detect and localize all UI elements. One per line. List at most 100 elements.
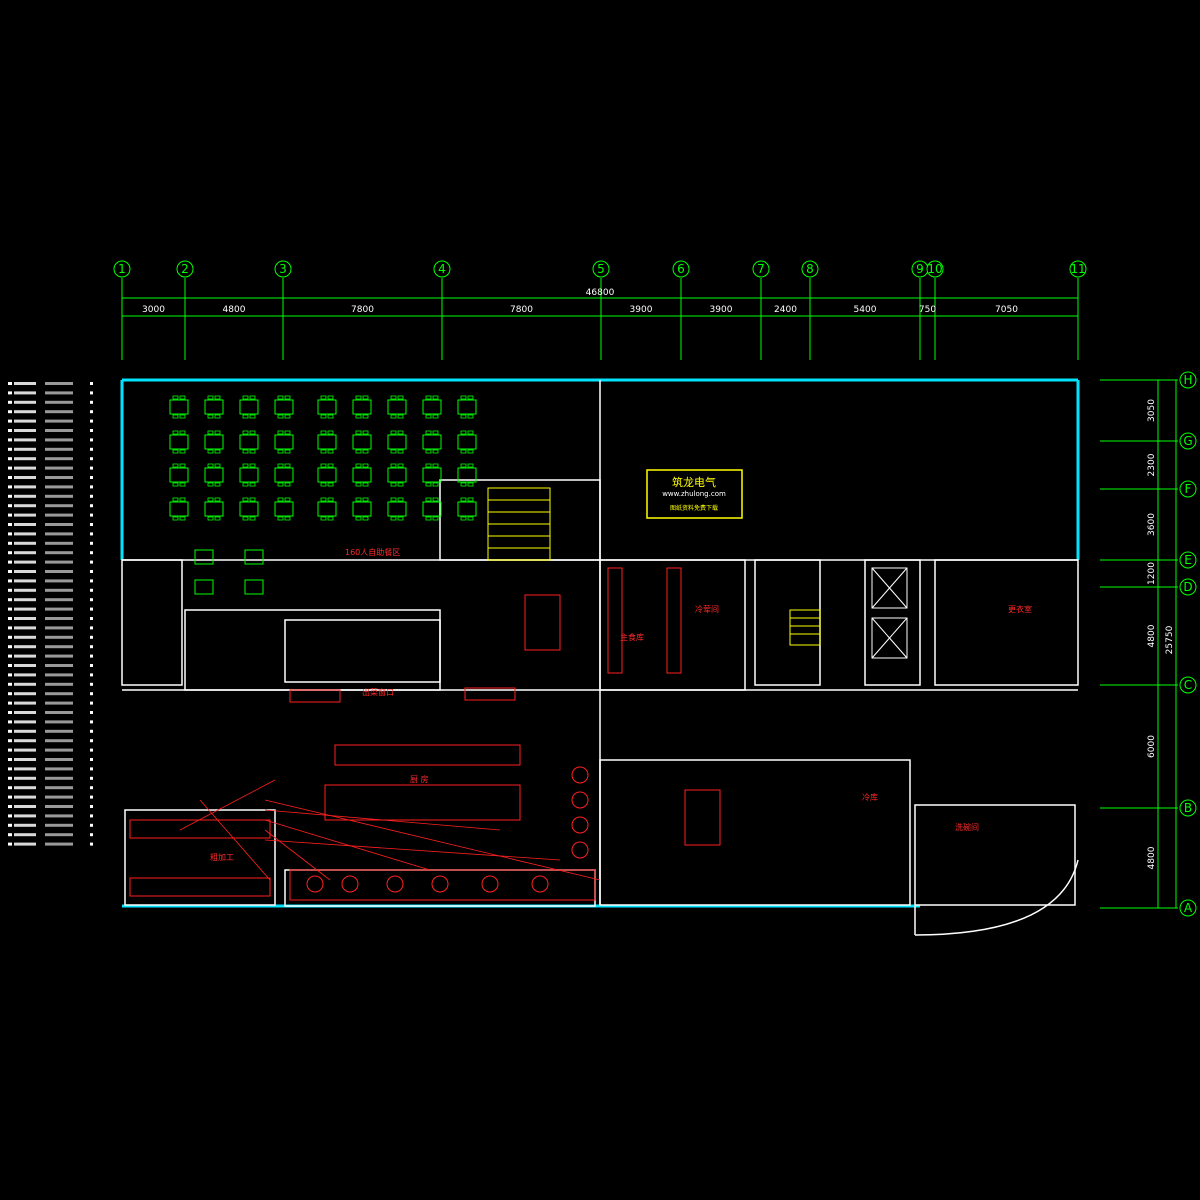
legend-item — [14, 739, 36, 743]
axis-bubble — [752, 260, 770, 278]
legend-qty — [90, 523, 93, 526]
legend-spec — [45, 400, 73, 404]
chair — [320, 516, 327, 521]
chair — [207, 395, 214, 400]
legend-index — [8, 532, 12, 536]
chair — [284, 463, 291, 468]
legend-spec — [45, 476, 73, 479]
chair — [362, 463, 369, 468]
chair — [277, 430, 284, 435]
legend-spec — [45, 485, 73, 489]
chair — [327, 482, 334, 487]
legend-qty — [90, 400, 93, 404]
chair — [327, 516, 334, 521]
legend-spec — [45, 739, 73, 743]
dining-table — [274, 434, 294, 450]
legend-qty — [90, 447, 93, 451]
axis-bubble — [1179, 551, 1197, 569]
legend-index — [8, 588, 12, 592]
legend-spec — [45, 532, 73, 536]
chair — [249, 516, 256, 521]
dining-table — [387, 434, 407, 450]
dining-table — [317, 434, 337, 450]
chair — [355, 395, 362, 400]
dimension-text: 750 — [919, 305, 936, 315]
axis-label: 6 — [677, 262, 685, 276]
dimension-text: 1200 — [1147, 562, 1157, 585]
axis-bubble — [672, 260, 690, 278]
chair — [355, 497, 362, 502]
legend-spec — [45, 560, 73, 564]
legend-index — [8, 466, 12, 470]
legend-qty — [90, 776, 93, 780]
dining-table — [204, 467, 224, 483]
dimension-text: 4800 — [223, 305, 246, 315]
chair — [460, 497, 467, 502]
chair — [327, 414, 334, 419]
legend-item — [14, 664, 36, 667]
legend-spec — [45, 682, 73, 686]
chair — [355, 414, 362, 419]
chair — [320, 430, 327, 435]
legend-qty — [90, 814, 93, 818]
chair — [397, 395, 404, 400]
chair — [460, 463, 467, 468]
legend-qty — [90, 664, 93, 667]
legend-qty — [90, 513, 93, 517]
chair — [362, 449, 369, 454]
axis-label: G — [1183, 434, 1192, 448]
legend-qty — [90, 382, 93, 385]
chair — [397, 497, 404, 502]
chair — [207, 414, 214, 419]
chair — [214, 516, 221, 521]
legend-spec — [45, 523, 73, 526]
chair — [214, 414, 221, 419]
legend-spec — [45, 551, 73, 555]
chair — [460, 414, 467, 419]
chair — [249, 395, 256, 400]
elevators — [871, 567, 908, 659]
chair — [172, 482, 179, 487]
chair — [390, 497, 397, 502]
chair — [277, 497, 284, 502]
chair — [355, 449, 362, 454]
chair — [425, 516, 432, 521]
chair — [277, 516, 284, 521]
legend-index — [8, 476, 12, 479]
chair — [390, 516, 397, 521]
chair — [467, 497, 474, 502]
legend-spec — [45, 410, 73, 414]
chair — [179, 497, 186, 502]
chair — [214, 482, 221, 487]
legend-index — [8, 729, 12, 733]
legend-index — [8, 607, 12, 611]
legend-item — [14, 400, 36, 404]
legend-spec — [45, 701, 73, 705]
stair-secondary — [789, 609, 821, 646]
legend-spec — [45, 758, 73, 761]
legend-spec — [45, 457, 73, 461]
chair — [432, 497, 439, 502]
chair — [327, 463, 334, 468]
legend-qty — [90, 560, 93, 564]
legend-index — [8, 579, 12, 583]
chair — [284, 414, 291, 419]
legend-index — [8, 833, 12, 837]
legend-item — [14, 823, 36, 827]
legend-qty — [90, 617, 93, 620]
chair — [320, 497, 327, 502]
chair — [214, 395, 221, 400]
legend-index — [8, 504, 12, 508]
legend-qty — [90, 541, 93, 545]
brand-subtitle: 图纸资料免费下载 — [670, 504, 718, 512]
axis-bubble — [1179, 799, 1197, 817]
legend-index — [8, 570, 12, 573]
legend-item — [14, 692, 36, 696]
chair — [249, 497, 256, 502]
legend-item — [14, 598, 36, 602]
legend-spec — [45, 795, 73, 799]
chair — [362, 482, 369, 487]
legend-item — [14, 758, 36, 761]
room-label-wash: 洗碗间 — [955, 822, 979, 832]
chair — [467, 516, 474, 521]
